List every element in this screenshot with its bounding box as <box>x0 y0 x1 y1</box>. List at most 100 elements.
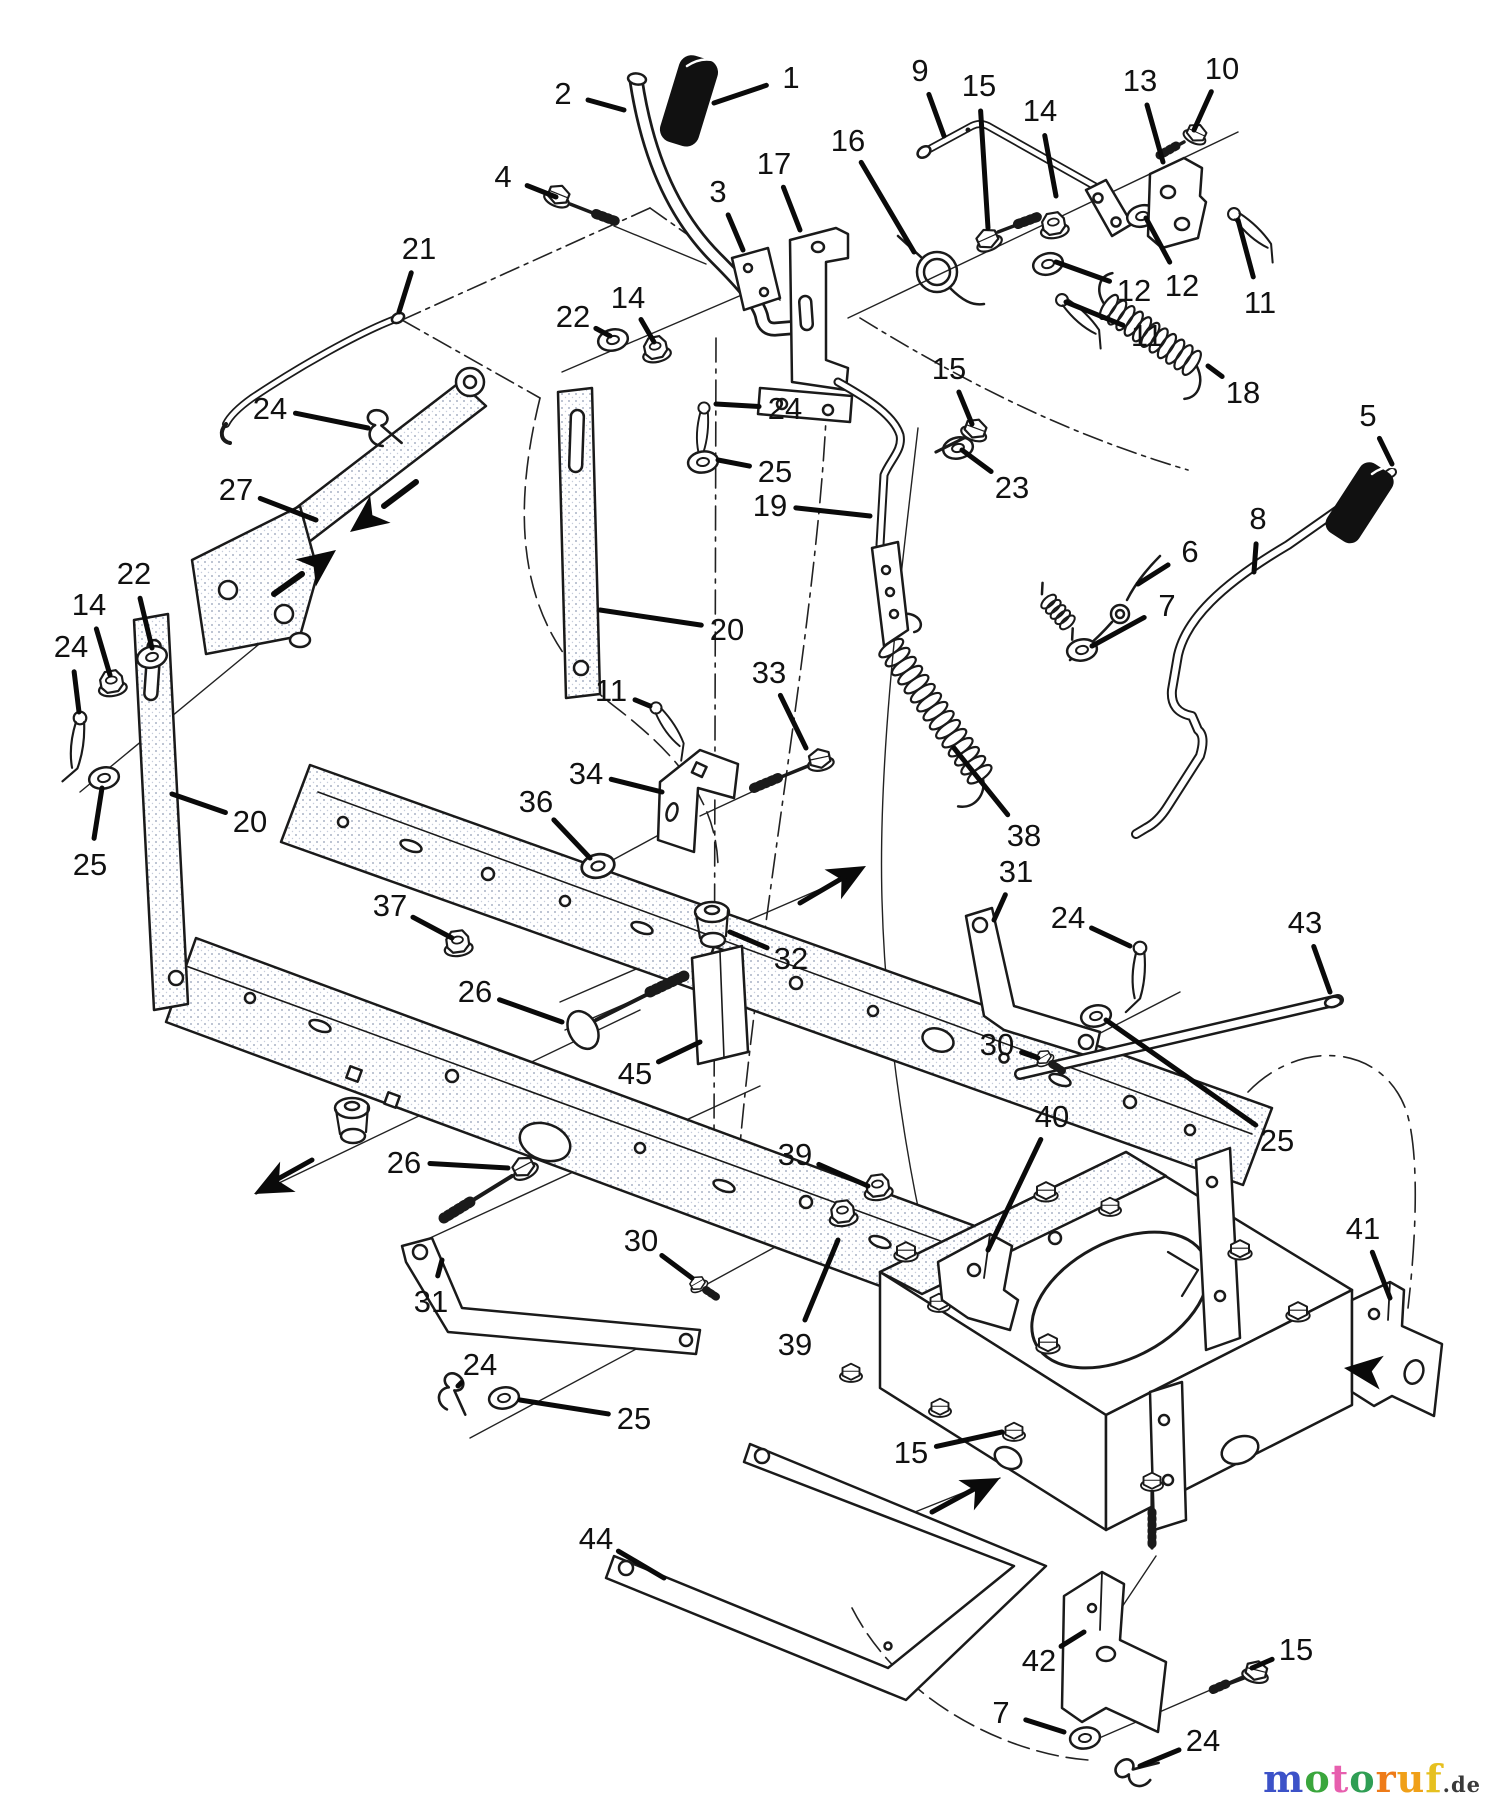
callout-label-8: 8 <box>1249 501 1266 536</box>
leader-line <box>410 914 455 941</box>
callout-label-15: 15 <box>932 351 966 386</box>
callout-label-24: 24 <box>253 391 287 426</box>
callout-label-24: 24 <box>1051 900 1085 935</box>
leader-line <box>978 108 991 231</box>
lever-grip-5 <box>1325 462 1406 544</box>
leader-line <box>517 1397 611 1417</box>
washer-25d <box>1077 1001 1115 1031</box>
callout-label-6: 6 <box>1181 534 1198 569</box>
logo-letter: r <box>1375 1756 1397 1800</box>
leader-line <box>713 401 762 409</box>
bracket-40 <box>936 1232 1020 1332</box>
washer-25a <box>685 448 721 476</box>
callout-label-38: 38 <box>1007 818 1041 853</box>
handle-grip <box>659 55 725 147</box>
callout-label-39: 39 <box>778 1137 812 1172</box>
washer-7 <box>1064 635 1100 665</box>
leader-line <box>725 212 746 253</box>
washer-7c <box>1067 1724 1103 1752</box>
callout-label-25: 25 <box>758 454 792 489</box>
bolt-26a <box>566 970 690 1051</box>
bolt-33 <box>749 745 837 793</box>
leader-line <box>951 745 1011 818</box>
callout-label-20: 20 <box>233 804 267 839</box>
logo-letter: o <box>1304 1756 1331 1800</box>
leader-line <box>1053 259 1113 284</box>
logo-letter: u <box>1396 1756 1426 1800</box>
callout-label-36: 36 <box>519 784 553 819</box>
screw-10 <box>1155 118 1212 160</box>
callout-label-19: 19 <box>753 488 787 523</box>
leader-line <box>91 785 105 841</box>
pin-24c <box>61 709 89 785</box>
frame-rail-upper <box>279 763 1274 1187</box>
callout-label-7: 7 <box>1158 588 1175 623</box>
leader-line <box>632 697 653 709</box>
leader-line <box>1143 215 1173 265</box>
leader-line <box>1205 363 1225 379</box>
direction-arrows <box>245 479 1386 1515</box>
lift-link-19 <box>833 377 910 648</box>
leader-line <box>593 325 613 339</box>
height-lever-8 <box>1131 467 1397 839</box>
callout-label-20: 20 <box>710 612 744 647</box>
leader-line <box>985 1136 1044 1253</box>
link-14 <box>1084 178 1134 238</box>
callout-label-5: 5 <box>1359 398 1376 433</box>
callout-label-42: 42 <box>1022 1643 1056 1678</box>
callout-label-22: 22 <box>117 556 151 591</box>
link-31-right <box>964 906 1102 1060</box>
deck-support-44 <box>604 1442 1048 1702</box>
leader-line <box>793 505 873 519</box>
callout-label-15: 15 <box>962 68 996 103</box>
screw-30a <box>1031 1045 1068 1076</box>
motoruf-logo-suffix: .de <box>1442 1772 1481 1797</box>
leader-line <box>638 317 657 345</box>
leader-line <box>655 1039 703 1065</box>
leader-line <box>1137 1747 1182 1769</box>
bolt-4 <box>540 179 623 227</box>
leader-line <box>1019 1049 1041 1061</box>
callout-label-14: 14 <box>1023 93 1057 128</box>
leader-line <box>802 1237 841 1323</box>
callout-label-43: 43 <box>1288 905 1322 940</box>
motoruf-logo: motoruf.de <box>1263 1760 1481 1798</box>
callout-label-27: 27 <box>219 472 253 507</box>
leader-line <box>455 1379 465 1389</box>
callout-label-32: 32 <box>774 941 808 976</box>
callout-label-10: 10 <box>1205 51 1239 86</box>
leader-line <box>1376 435 1395 467</box>
callout-label-30: 30 <box>980 1027 1014 1062</box>
callout-label-24: 24 <box>768 391 802 426</box>
callout-label-25: 25 <box>617 1401 651 1436</box>
leader-line <box>715 457 752 469</box>
callout-label-21: 21 <box>402 231 436 266</box>
leader-line <box>1063 299 1126 328</box>
leader-line <box>396 270 414 315</box>
slotted-strap-20-right <box>556 386 602 700</box>
leader-line <box>959 447 994 475</box>
plate-13 <box>1146 156 1208 250</box>
leader-line <box>1369 1249 1393 1301</box>
leader-line <box>615 1548 667 1581</box>
leader-line <box>1089 925 1133 949</box>
screw-15c <box>1139 1471 1165 1553</box>
plate-45 <box>690 944 750 1066</box>
leader-line <box>585 97 627 113</box>
leader-line <box>1235 217 1256 280</box>
leader-line <box>435 1257 445 1279</box>
leader-line <box>93 626 113 678</box>
callout-label-16: 16 <box>831 123 865 158</box>
screw-30b <box>685 1271 722 1302</box>
callout-label-17: 17 <box>757 146 791 181</box>
leader-line <box>780 184 803 233</box>
callout-label-22: 22 <box>556 299 590 334</box>
leader-line <box>427 1160 511 1171</box>
callout-label-11: 11 <box>1244 285 1276 320</box>
leader-line <box>169 791 228 815</box>
callout-label-37: 37 <box>373 888 407 923</box>
callout-label-14: 14 <box>72 587 106 622</box>
callout-label-18: 18 <box>1226 375 1260 410</box>
